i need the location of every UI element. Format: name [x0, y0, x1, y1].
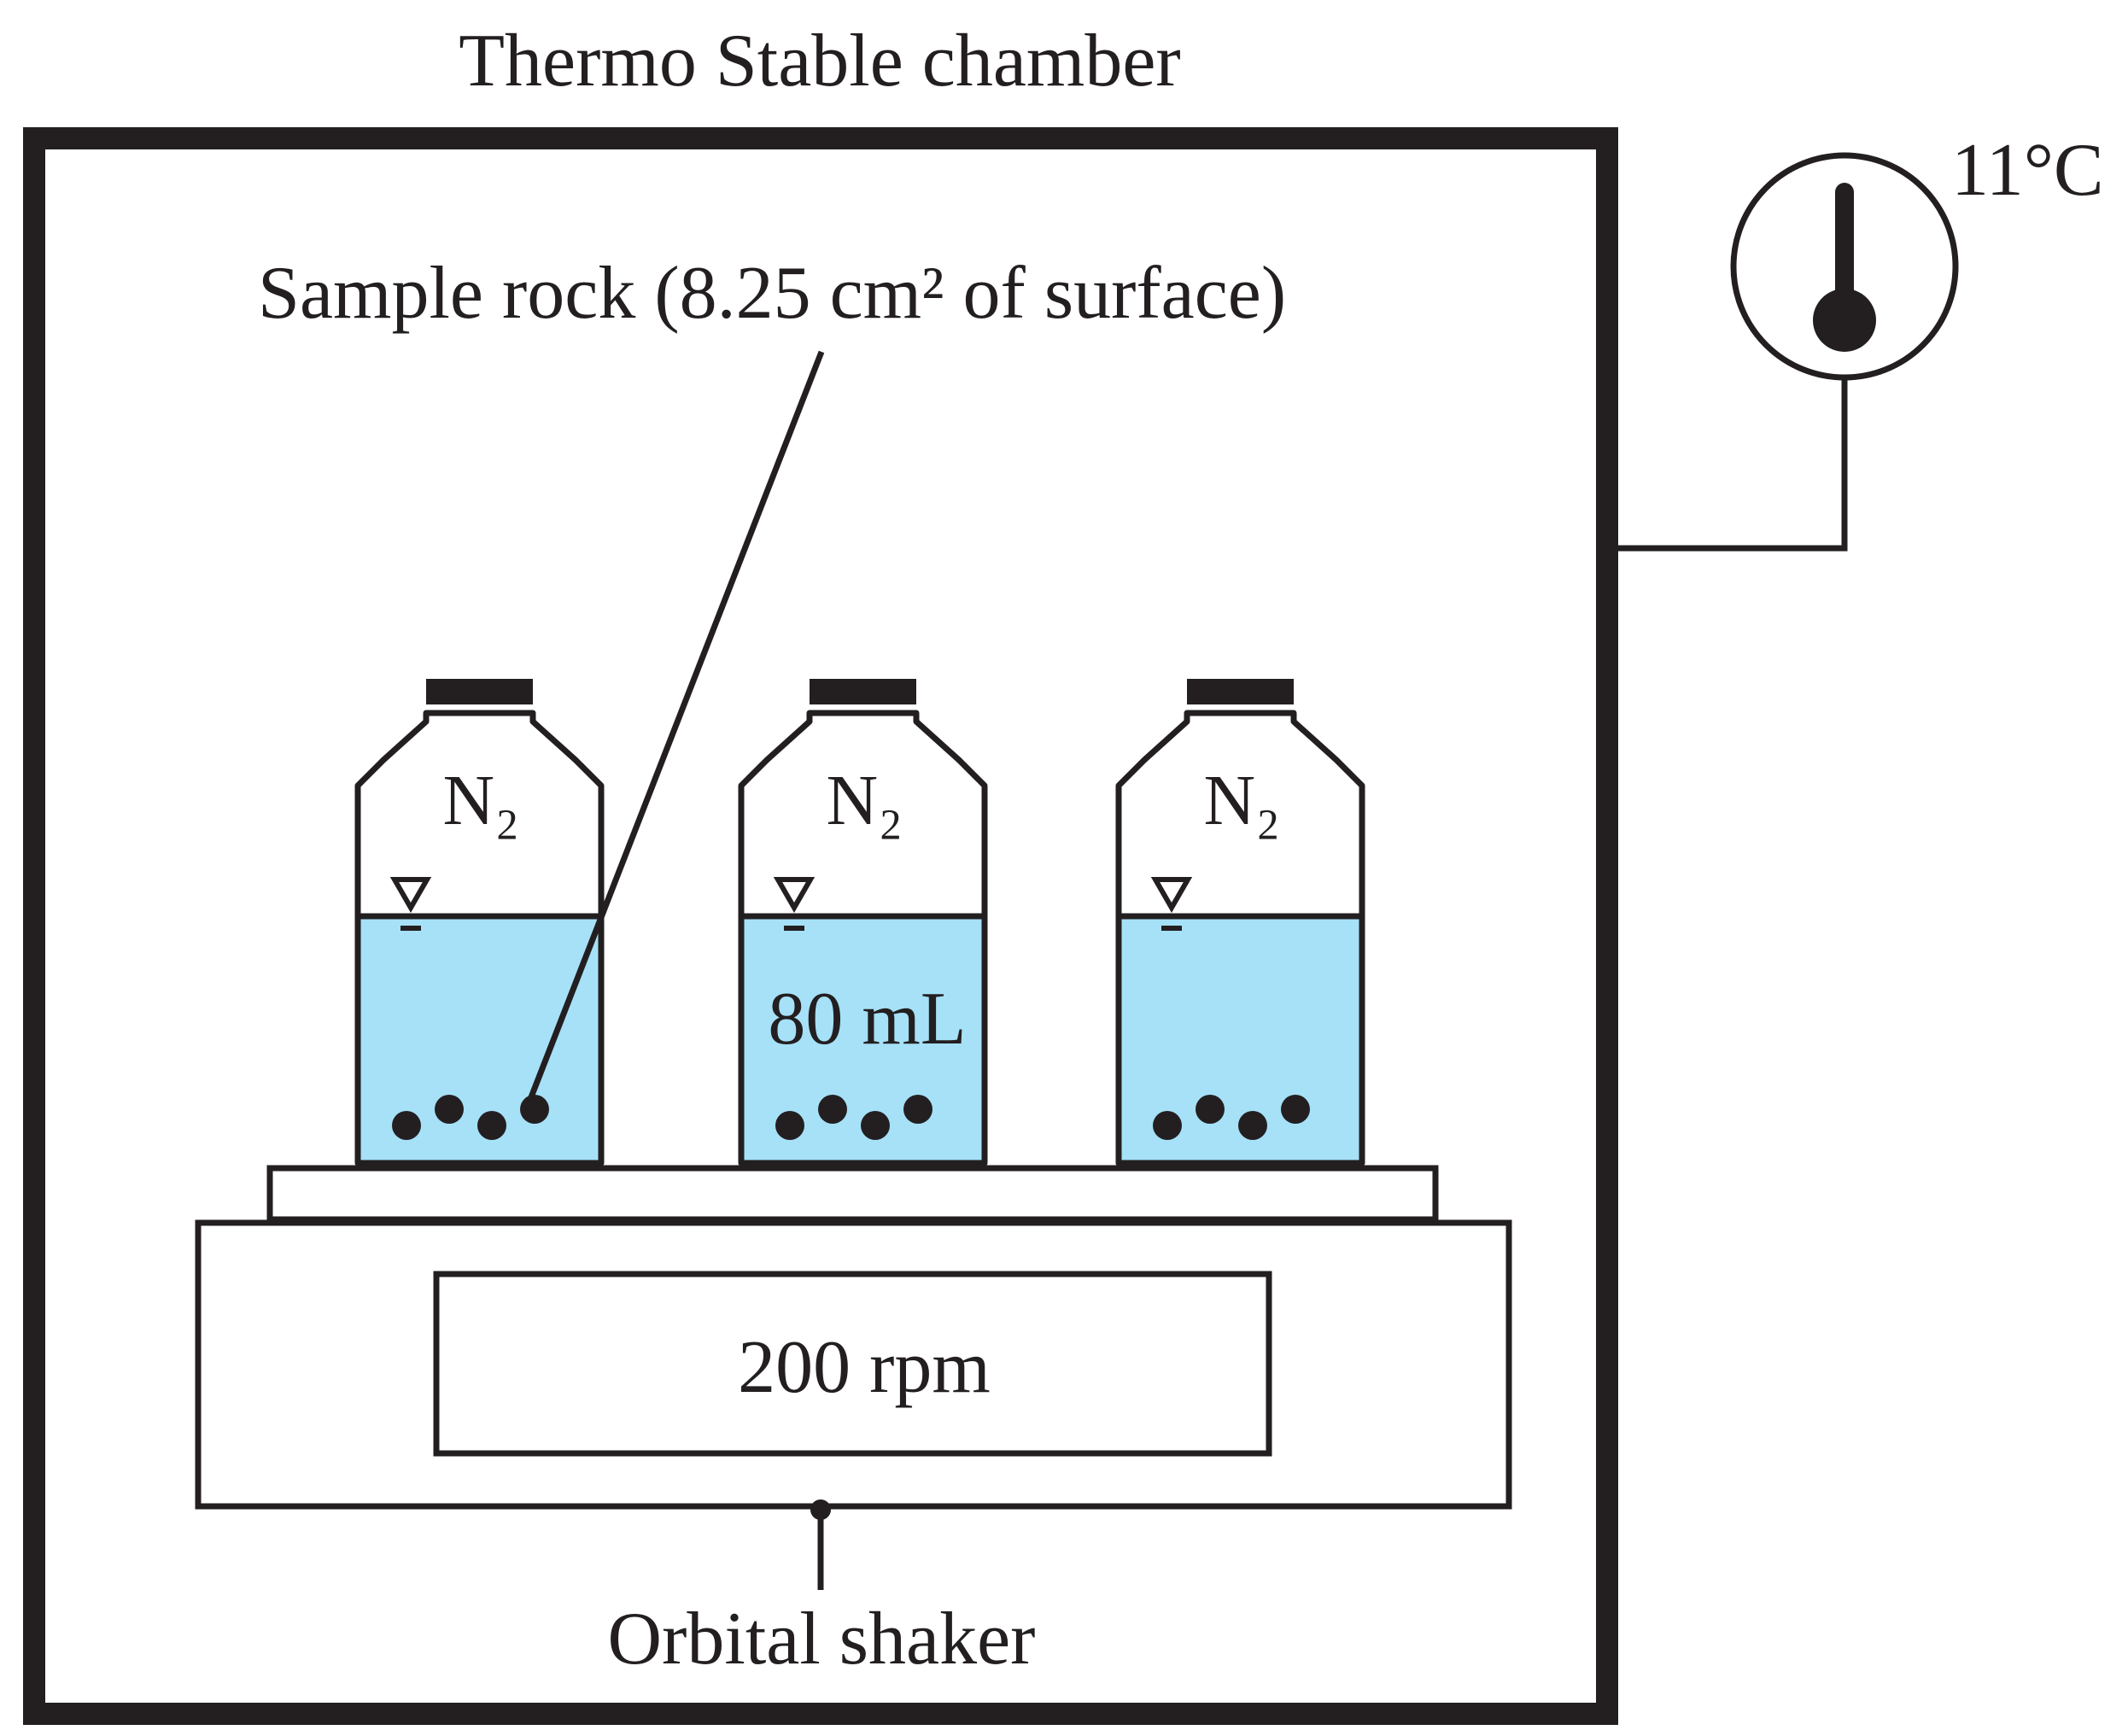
temperature-label: 11°C [1951, 129, 2104, 212]
speed-display [433, 1271, 1272, 1457]
sample-rock-dot [1238, 1111, 1267, 1140]
bottle-gas-label: N₂ [827, 761, 903, 840]
sample-rock-pointer [526, 350, 825, 1103]
thermometer-icon-bulb [1813, 289, 1876, 352]
bottle-outline [738, 710, 988, 1166]
bottle-volume-label: 80 mL [768, 978, 966, 1061]
orbital-shaker-label: Orbital shaker [608, 1598, 1036, 1680]
bottle-outline [354, 710, 605, 1166]
sample-rock-dot [1153, 1111, 1182, 1140]
bottle-outline [1115, 710, 1365, 1166]
speed-label: 200 rpm [738, 1326, 991, 1409]
sample-rock-dot [435, 1095, 464, 1124]
sample-rock-dot [477, 1111, 506, 1140]
chamber-title: Thermo Stable chamber [459, 20, 1180, 102]
bottle-cap [1187, 679, 1294, 704]
bottle-gas-label: N₂ [443, 761, 520, 840]
thermo-stable-chamber [23, 127, 1618, 1725]
bottle: N₂ [1115, 679, 1365, 1166]
sample-rock-dot [818, 1095, 847, 1124]
bottle-gas-label: N₂ [1204, 761, 1281, 840]
bottle-cap [426, 679, 533, 704]
bottle: N₂ [354, 679, 605, 1166]
sample-rock-dot [392, 1111, 421, 1140]
thermometer-gauge [1730, 152, 1959, 381]
bottle-cap [810, 679, 916, 704]
bottle: N₂ 80 mL [738, 679, 988, 1166]
water-level-marker-icon [389, 877, 432, 914]
bottle-group: N₂ N₂ 80 mL N₂ [354, 679, 1365, 1166]
water-level-marker-icon [1150, 877, 1193, 914]
sample-rock-dot [1196, 1095, 1225, 1124]
shaker-platform [266, 1165, 1439, 1223]
sample-rock-dot [1281, 1095, 1310, 1124]
sample-rock-dot [903, 1095, 932, 1124]
water-level-marker-icon [773, 877, 816, 914]
sample-rock-label: Sample rock (8.25 cm² of surface) [258, 252, 1286, 335]
thermometer-connector [1618, 380, 1848, 552]
sample-rock-dot [520, 1095, 549, 1124]
sample-rock-dot [775, 1111, 804, 1140]
sample-rock-dot [861, 1111, 890, 1140]
